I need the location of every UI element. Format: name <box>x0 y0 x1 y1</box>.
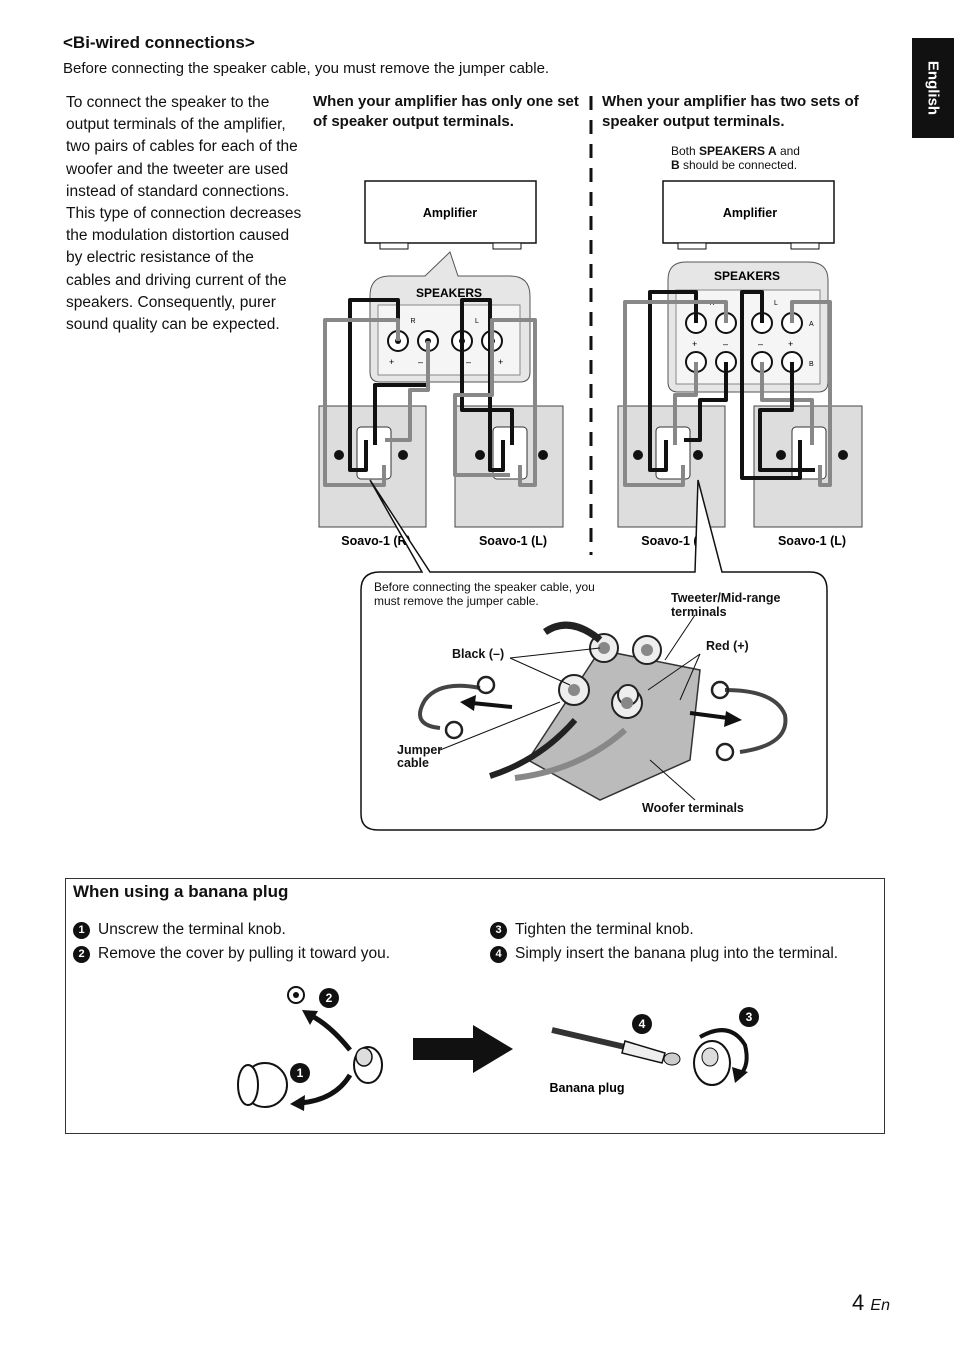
banana-plug-icon <box>551 1027 681 1066</box>
section-intro: Before connecting the speaker cable, you… <box>63 60 550 77</box>
step-2: 2 Remove the cover by pulling it toward … <box>73 945 390 963</box>
svg-text:+: + <box>498 357 503 367</box>
leader-lines <box>439 614 701 801</box>
svg-text:3: 3 <box>746 1010 753 1024</box>
wiring-diagram: Amplifier SPEAKERS R L + – – + Amplifier… <box>318 96 863 831</box>
svg-text:–: – <box>758 339 763 349</box>
svg-text:Banana plug: Banana plug <box>549 1081 624 1095</box>
terminal-post-icon <box>353 1046 383 1084</box>
cover-icon <box>287 986 305 1004</box>
detail-note: Before connecting the speaker cable, you… <box>374 580 595 608</box>
svg-text:Soavo-1 (R): Soavo-1 (R) <box>341 534 410 548</box>
banana-plug-title: When using a banana plug <box>73 882 289 901</box>
section-title: <Bi-wired connections> <box>63 33 255 52</box>
svg-text:–: – <box>418 357 423 367</box>
terminal-post-right-icon <box>693 1040 731 1086</box>
svg-text:Amplifier: Amplifier <box>723 206 777 220</box>
left-heading: When your amplifier has only one set of … <box>313 93 579 130</box>
cables-right <box>623 290 832 487</box>
tighten-arrow-icon <box>699 1028 749 1077</box>
svg-text:Soavo-1 (L): Soavo-1 (L) <box>479 534 547 548</box>
next-arrow-icon <box>413 1025 513 1073</box>
language-tab: English <box>912 38 954 138</box>
amplifier-left: Amplifier <box>364 180 537 250</box>
terminal-knob-icon <box>237 1062 288 1108</box>
step-2-number: 2 <box>73 945 90 963</box>
svg-text:L: L <box>475 318 479 325</box>
svg-text:SPEAKERS: SPEAKERS <box>416 286 482 300</box>
svg-text:2: 2 <box>326 991 333 1005</box>
svg-text:SPEAKERS: SPEAKERS <box>714 269 780 283</box>
svg-text:+: + <box>389 357 394 367</box>
step-3-text: Tighten the terminal knob. <box>515 921 694 938</box>
svg-text:+: + <box>692 339 697 349</box>
svg-text:B: B <box>809 361 814 368</box>
step-1-number: 1 <box>73 921 90 939</box>
svg-text:R: R <box>410 318 415 325</box>
amplifier-right: Amplifier <box>662 180 835 250</box>
svg-text:+: + <box>788 339 793 349</box>
red-label: Red (+) <box>706 639 749 653</box>
svg-text:1: 1 <box>297 1066 304 1080</box>
woofer-label: Woofer terminals <box>642 801 744 815</box>
step-1-text: Unscrew the terminal knob. <box>98 921 286 938</box>
remove-arrows <box>460 695 742 727</box>
section-body: To connect the speaker to the output ter… <box>66 94 302 334</box>
tweeter-label: Tweeter/Mid-range terminals <box>671 591 781 619</box>
cables-left <box>323 298 537 487</box>
right-heading: When your amplifier has two sets of spea… <box>602 93 859 130</box>
svg-text:4: 4 <box>639 1017 646 1031</box>
step-3-number: 3 <box>490 921 507 939</box>
svg-text:–: – <box>723 339 728 349</box>
banana-plug-illustration: 2 1 4 3 Banana plug <box>237 986 759 1111</box>
svg-text:Soavo-1 (L): Soavo-1 (L) <box>778 534 846 548</box>
svg-text:–: – <box>466 357 471 367</box>
svg-text:Amplifier: Amplifier <box>423 206 477 220</box>
svg-text:A: A <box>809 321 814 328</box>
step-1: 1 Unscrew the terminal knob. <box>73 921 286 939</box>
jumper-label: Jumper cable <box>397 743 443 770</box>
unscrew-arrow-icon <box>299 1073 353 1106</box>
jumper-cables <box>418 675 788 762</box>
page-number: 4 En <box>852 1290 890 1315</box>
banana-plug-box <box>65 878 885 1134</box>
step-2-text: Remove the cover by pulling it toward yo… <box>98 945 391 962</box>
step-4-text: Simply insert the banana plug into the t… <box>515 945 839 962</box>
step-4: 4 Simply insert the banana plug into the… <box>490 945 838 963</box>
pull-arrow-icon <box>308 1012 352 1052</box>
black-label: Black (–) <box>452 647 505 661</box>
svg-text:Soavo-1 (R): Soavo-1 (R) <box>641 534 710 548</box>
step-4-number: 4 <box>490 945 507 963</box>
step-3: 3 Tighten the terminal knob. <box>490 921 694 939</box>
svg-text:L: L <box>774 300 778 307</box>
